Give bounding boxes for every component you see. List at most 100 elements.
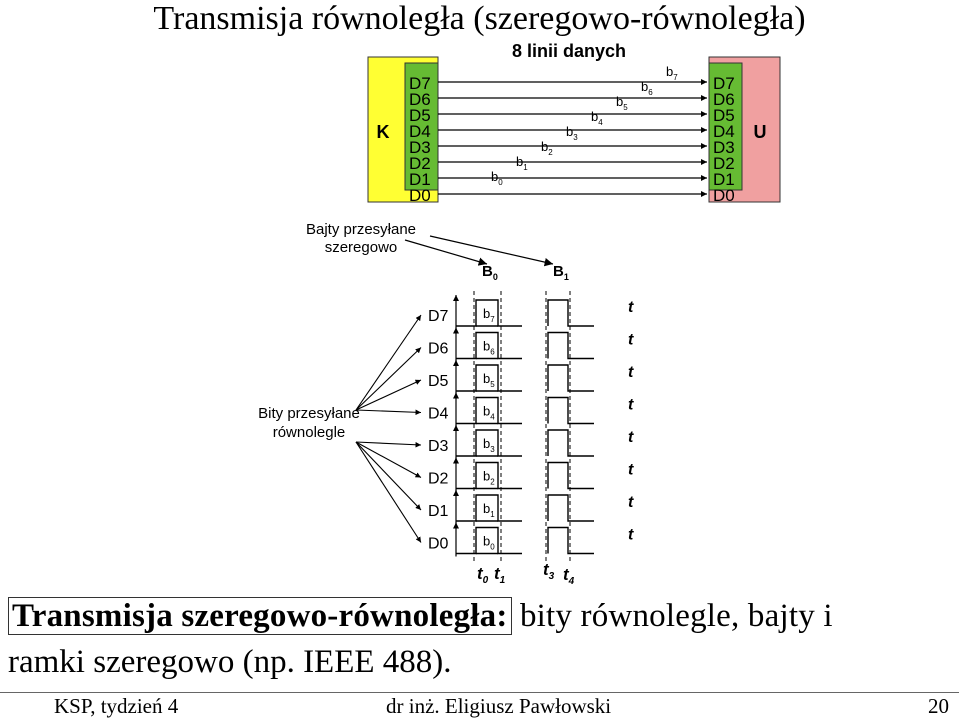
- summary-rest: bity równolegle, bajty i: [511, 598, 833, 634]
- bytes-serial-label-line1: Bajty przesyłane: [306, 221, 416, 238]
- line-label-d0: D0: [428, 536, 449, 553]
- receiver-pin-d5: D5: [713, 106, 735, 125]
- sender-pin-d1: D1: [409, 170, 431, 189]
- bus-bit-label-b7-base: b: [666, 64, 673, 79]
- footer-course: KSP, tydzień 4: [54, 694, 179, 718]
- bus-bit-label-b2-base: b: [541, 139, 548, 154]
- timing-row-d1: D1 b1 t: [428, 490, 634, 524]
- timing-row-d0: D0 b0 t: [428, 522, 634, 557]
- bit-label-b4-subscript: 4: [490, 413, 495, 422]
- receiver-port: [708, 62, 743, 191]
- bus-bit-label-b6-base: b: [641, 79, 648, 94]
- bit-label-b1: b1: [483, 501, 495, 519]
- byte-label-b1-subscript: 1: [564, 272, 569, 282]
- bit-label-b7: b7: [483, 306, 495, 324]
- bus-bit-label-b7-subscript: 7: [673, 73, 678, 82]
- fan-arrow-d4: [355, 409, 422, 416]
- bit-label-b7-subscript: 7: [490, 315, 495, 324]
- arrow-to-byte1: [429, 235, 554, 267]
- time-mark-t1: t1: [494, 564, 506, 586]
- byte-label-b0: B0: [482, 263, 498, 282]
- line-label-d7: D7: [428, 308, 449, 325]
- bus-bit-label-b6-subscript: 6: [648, 88, 653, 97]
- receiver-pin-d1: D1: [713, 170, 735, 189]
- receiver-pin-d3: D3: [713, 138, 735, 157]
- line-label-d5: D5: [428, 373, 449, 390]
- bus-bit-label-b3: b3: [566, 124, 578, 142]
- sender-port: [404, 62, 439, 191]
- sender-pin-d3: D3: [409, 138, 431, 157]
- time-mark-t0-subscript: 0: [483, 575, 489, 586]
- arrow-to-byte0: [404, 239, 488, 266]
- pulse-d7: [456, 299, 594, 327]
- bit-label-b5: b5: [483, 371, 495, 389]
- bit-label-b6-subscript: 6: [490, 348, 495, 357]
- time-mark-t4-base: t: [563, 565, 570, 584]
- receiver-pin-d7: D7: [713, 74, 735, 93]
- fan-arrow-d2: [355, 441, 422, 478]
- sender-pin-d0: D0: [409, 186, 431, 205]
- receiver-pin-d0: D0: [713, 186, 735, 205]
- receiver-label: U: [754, 122, 767, 142]
- time-mark-t3-subscript: 3: [549, 571, 555, 582]
- bit-label-b3-base: b: [483, 436, 490, 451]
- time-axis-label-d1: t: [628, 494, 634, 511]
- bus-bit-label-b1: b1: [516, 154, 528, 172]
- bus-bit-label-b5-subscript: 5: [623, 103, 628, 112]
- timing-row-d4: D4 b4 t: [428, 392, 634, 427]
- bus-bit-label-b4-subscript: 4: [598, 118, 603, 127]
- line-label-d2: D2: [428, 471, 449, 488]
- time-mark-t1-subscript: 1: [500, 575, 506, 586]
- bits-parallel-label-line1: Bity przesyłane: [258, 405, 360, 422]
- footer-author: dr inż. Eligiusz Pawłowski: [386, 694, 612, 718]
- bit-label-b2-base: b: [483, 469, 490, 484]
- bit-label-b3: b3: [483, 436, 495, 454]
- bus-bit-label-b2: b2: [541, 139, 553, 157]
- receiver-pin-d4: D4: [713, 122, 735, 141]
- pulse-d4: [456, 396, 594, 425]
- time-axis-label-d0: t: [628, 527, 634, 544]
- bit-label-b2-subscript: 2: [490, 478, 495, 487]
- bus-bit-label-b0-base: b: [491, 169, 498, 184]
- pulse-d3: [456, 429, 594, 457]
- line-label-d4: D4: [428, 406, 449, 423]
- fan-arrow-d6: [355, 347, 422, 411]
- line-label-d1: D1: [428, 503, 449, 520]
- time-mark-t3-base: t: [543, 560, 550, 579]
- time-mark-t4: t4: [563, 565, 575, 587]
- bus-bit-label-b3-subscript: 3: [573, 133, 578, 142]
- time-axis-label-d4: t: [628, 397, 634, 414]
- fan-arrow-d3: [355, 441, 422, 448]
- bus-bit-label-b4: b4: [591, 109, 603, 127]
- receiver-pin-d2: D2: [713, 154, 735, 173]
- summary-highlight: Transmisja szeregowo-równoległa:: [8, 597, 512, 635]
- byte-label-b0-subscript: 0: [493, 272, 498, 282]
- bit-label-b4: b4: [483, 404, 495, 422]
- bus-bit-label-b1-subscript: 1: [523, 163, 528, 172]
- byte-label-b0-base: B: [482, 263, 493, 280]
- bit-label-b0: b0: [483, 534, 495, 552]
- bit-label-b4-base: b: [483, 404, 490, 419]
- bus-bit-label-b5-base: b: [616, 94, 623, 109]
- bus-bit-label-b0: b0: [491, 169, 503, 187]
- pulse-d0: [456, 526, 594, 555]
- bit-label-b2: b2: [483, 469, 495, 487]
- fan-arrow-d5: [355, 379, 422, 411]
- footer-page-number: 20: [928, 694, 949, 718]
- bits-parallel-label-line2: równolegle: [273, 424, 346, 441]
- summary-line1: Transmisja szeregowo-równoległa: bity ró…: [8, 597, 833, 635]
- bus-bit-label-b6: b6: [641, 79, 653, 97]
- sender-pin-d5: D5: [409, 106, 431, 125]
- bit-label-b3-subscript: 3: [490, 445, 495, 454]
- time-mark-t1-base: t: [494, 564, 501, 583]
- pulse-d6: [456, 331, 594, 360]
- bit-label-b0-subscript: 0: [490, 543, 495, 552]
- bit-label-b1-subscript: 1: [490, 510, 495, 519]
